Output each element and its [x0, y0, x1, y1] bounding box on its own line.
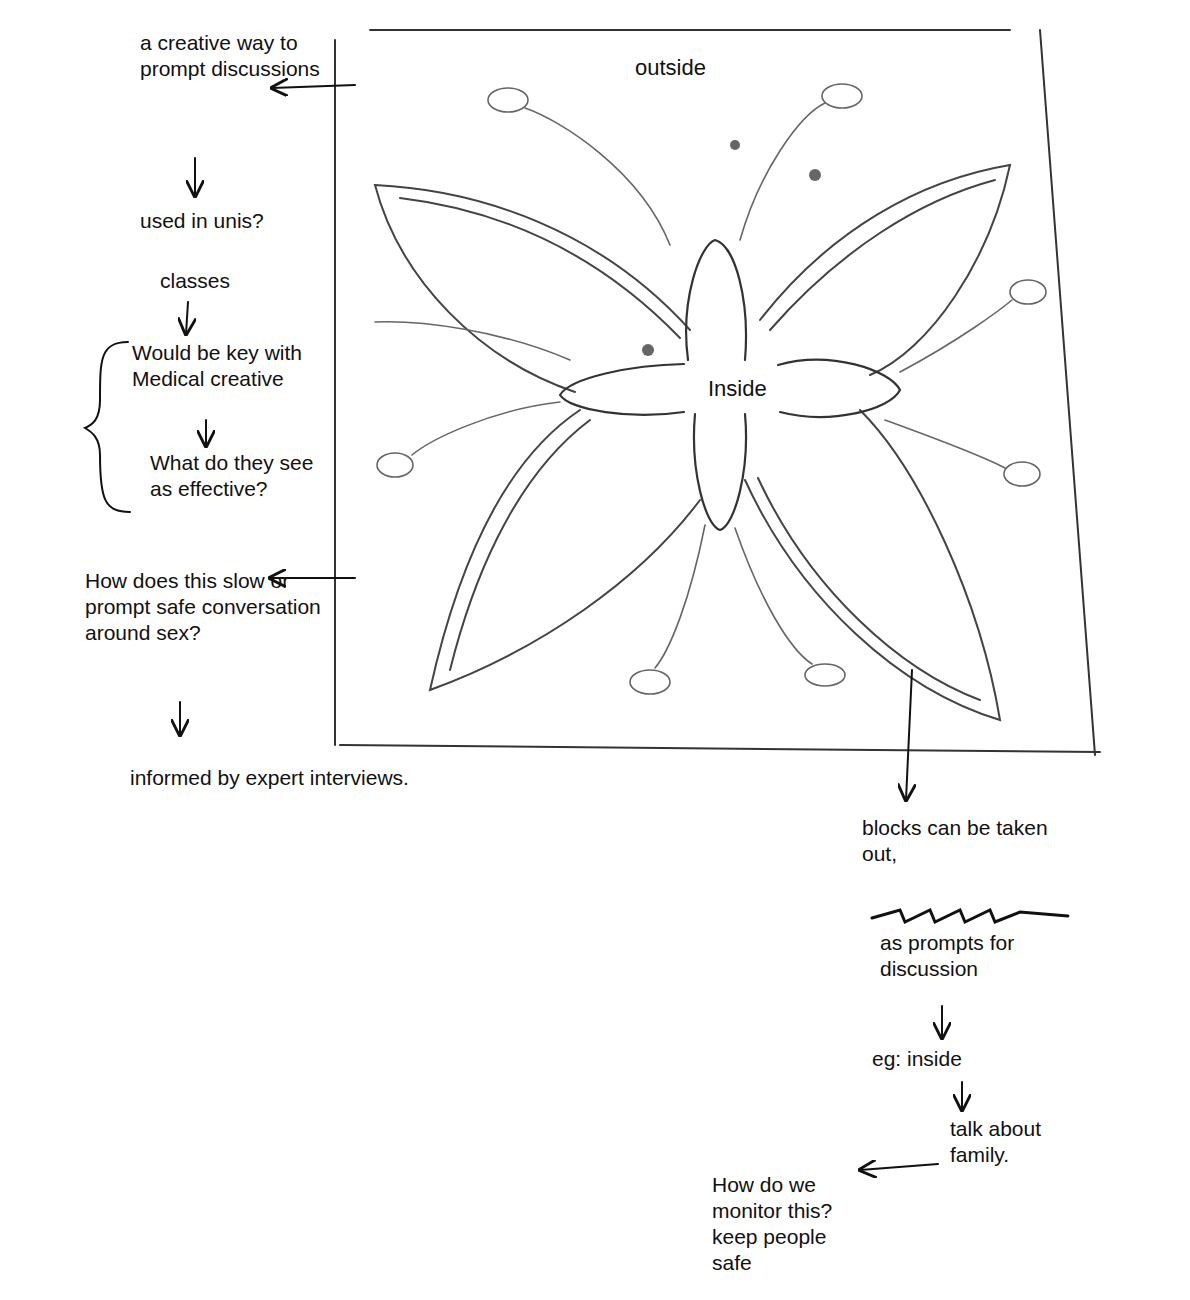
center-petals	[560, 240, 900, 530]
region-label: outside	[635, 55, 706, 81]
frame-region: outsideInside	[335, 30, 1040, 745]
handwritten-note: used in unis?	[140, 208, 270, 234]
dots	[642, 140, 821, 356]
handwritten-note: How does this slow or prompt safe conver…	[85, 568, 325, 646]
handwritten-note: informed by expert interviews.	[130, 765, 420, 791]
handwritten-note: talk about family.	[950, 1116, 1100, 1168]
handwritten-note: What do they see as effective?	[150, 450, 330, 502]
handwritten-note: as prompts for discussion	[880, 930, 1110, 982]
handwritten-note: a creative way to prompt discussions	[140, 30, 325, 82]
handwritten-note: classes	[160, 268, 270, 294]
stamens	[375, 84, 1046, 694]
flower-center: Inside	[697, 370, 777, 410]
big-petals	[375, 165, 1010, 720]
handwritten-note: How do we monitor this? keep people safe	[712, 1172, 852, 1276]
note-arrows	[85, 85, 1068, 1170]
handwritten-note: Would be key with Medical creative	[132, 340, 328, 392]
region-label: Inside	[708, 376, 767, 402]
handwritten-note: eg: inside	[872, 1046, 1072, 1072]
frame	[335, 30, 1100, 755]
handwritten-note: blocks can be taken out,	[862, 815, 1062, 867]
